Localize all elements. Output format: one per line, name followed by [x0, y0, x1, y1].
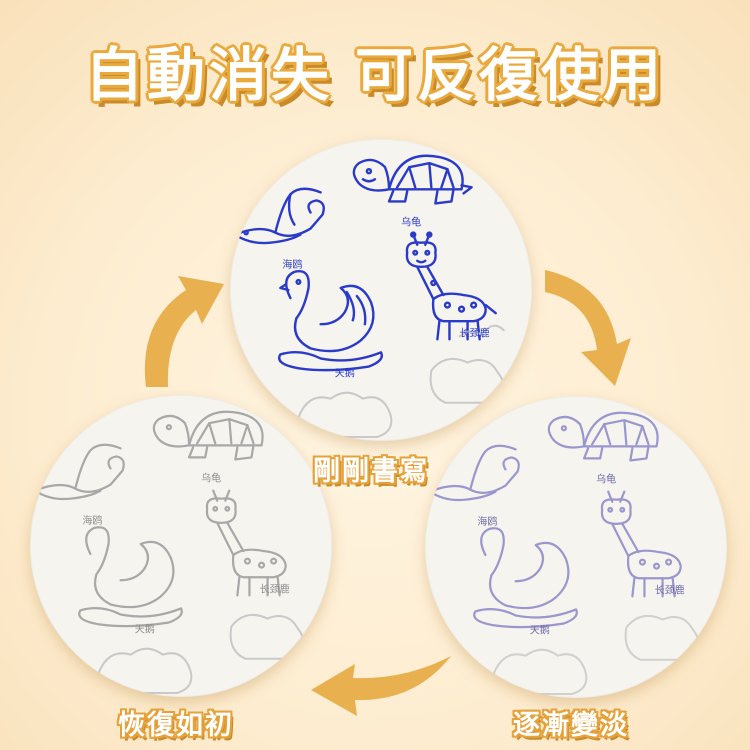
label-seagull: 海鸥	[477, 515, 497, 528]
sheep-faint	[492, 614, 700, 695]
seagull-drawing	[233, 187, 325, 245]
sheep-faint	[97, 613, 305, 694]
headline: 自動消失可反復使用	[0, 28, 750, 112]
curved-arrow-up-right-icon	[128, 262, 238, 392]
drawing-fresh: 乌龟 海鸥 长颈鹿 天鹅	[233, 154, 505, 438]
drawing-restored: 乌龟 海鸥 长颈鹿 天鹅	[33, 410, 305, 694]
drawing-fading: 乌龟 海鸥 长颈鹿 天鹅	[428, 411, 700, 695]
turtle-drawing	[152, 410, 264, 461]
seagull-drawing	[33, 443, 125, 501]
circle-just-written: 乌龟 海鸥 长颈鹿 天鹅	[230, 139, 532, 441]
label-giraffe: 长颈鹿	[655, 583, 685, 596]
label-swan: 天鹅	[135, 623, 155, 636]
label-swan: 天鹅	[530, 624, 550, 637]
label-giraffe: 长颈鹿	[460, 326, 490, 339]
headline-part1: 自動消失	[84, 41, 333, 109]
label-seagull: 海鸥	[282, 258, 302, 271]
giraffe-drawing	[205, 489, 287, 597]
step-caption-fading: 逐漸變淡	[513, 710, 629, 741]
headline-part2: 可反復使用	[355, 41, 666, 109]
curved-arrow-down-right-icon	[535, 262, 645, 392]
swan-drawing	[473, 527, 578, 629]
label-swan: 天鹅	[335, 367, 355, 380]
label-giraffe: 长颈鹿	[260, 582, 290, 595]
circle-restored: 乌龟 海鸥 长颈鹿 天鹅	[30, 395, 332, 697]
label-seagull: 海鸥	[82, 514, 102, 527]
seagull-drawing	[428, 444, 520, 502]
giraffe-drawing	[405, 231, 497, 341]
turtle-drawing	[547, 411, 659, 462]
label-turtle: 乌龟	[401, 216, 421, 229]
curved-arrow-left-icon	[305, 640, 453, 720]
step-caption-restored: 恢復如初	[118, 710, 234, 741]
label-turtle: 乌龟	[596, 473, 616, 486]
swan-drawing	[278, 270, 383, 372]
giraffe-drawing	[600, 490, 682, 598]
sheep-faint	[297, 324, 505, 438]
swan-drawing	[78, 526, 183, 628]
step-caption-just-written: 剛剛書寫	[313, 456, 429, 487]
label-turtle: 乌龟	[201, 472, 221, 485]
turtle-drawing	[352, 154, 473, 205]
circle-fading: 乌龟 海鸥 长颈鹿 天鹅	[425, 396, 727, 698]
